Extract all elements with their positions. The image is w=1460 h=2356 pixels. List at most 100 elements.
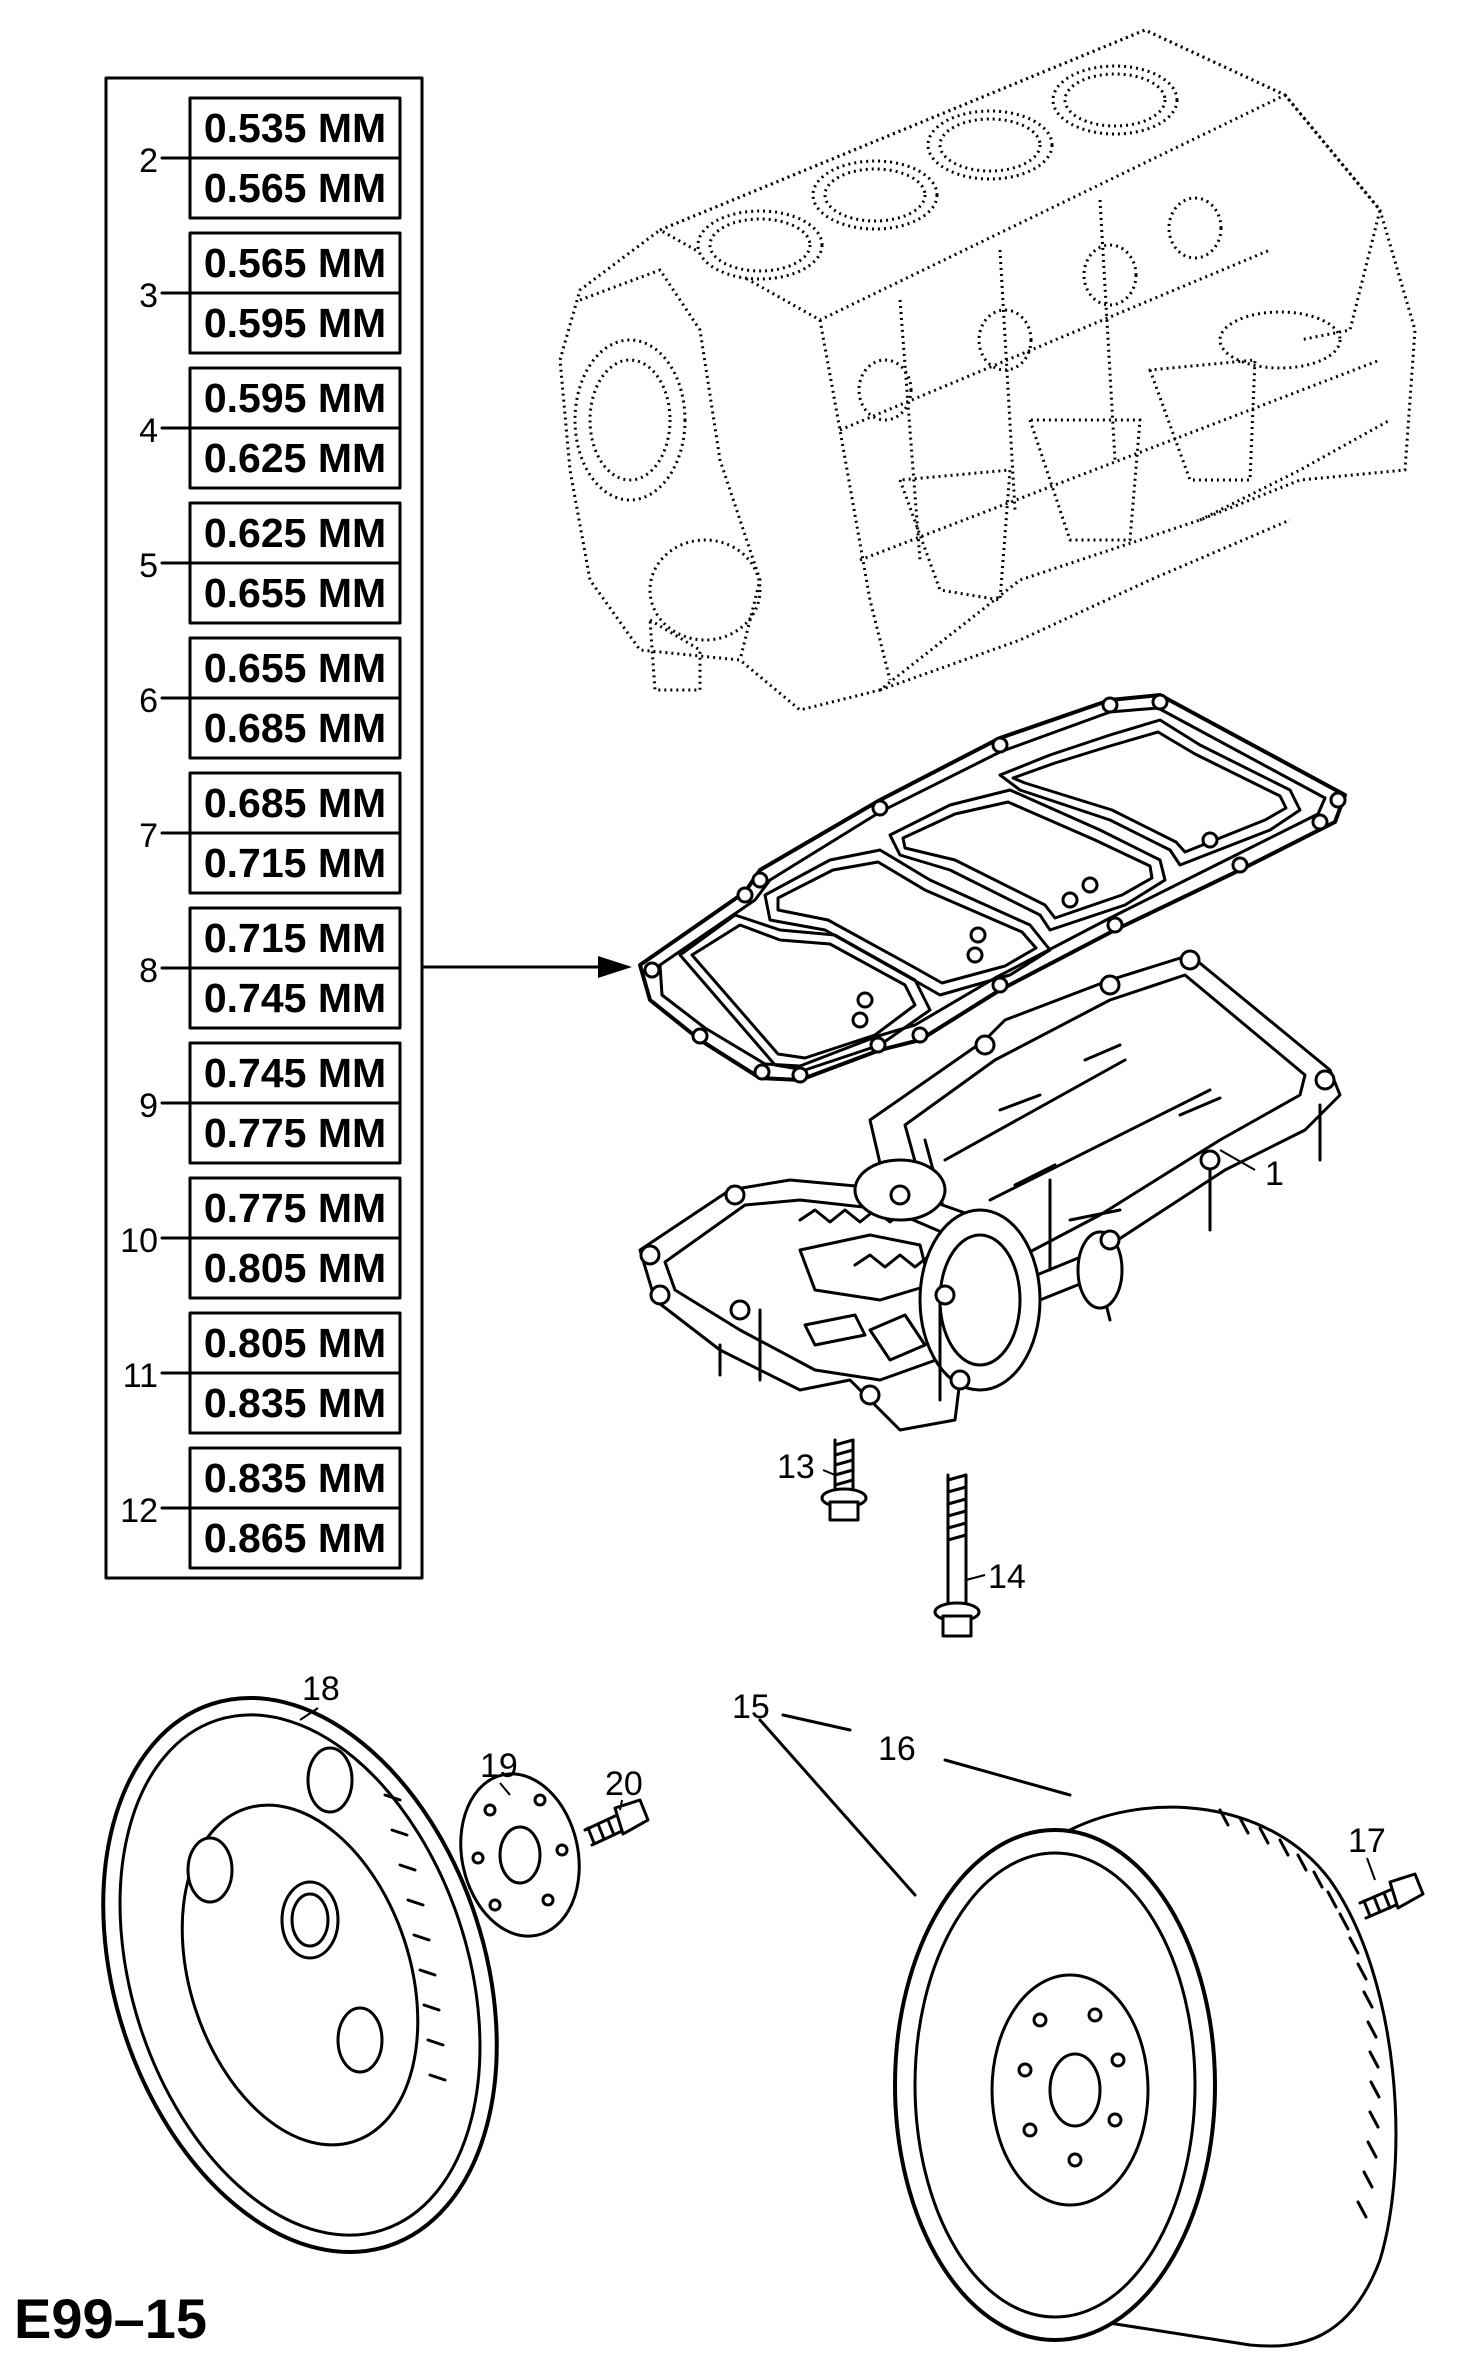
shim-callout: 5 — [139, 547, 158, 585]
shim-row: 2 0.535 MM 0.565 MM — [139, 96, 402, 220]
mounting-boss — [949, 1369, 971, 1391]
callout-17: 17 — [1348, 1822, 1386, 1860]
gasket-bolt-hole — [691, 1027, 709, 1045]
shim-callout: 6 — [139, 682, 158, 720]
shim-table-frame — [104, 76, 424, 1580]
shim-row: 9 0.745 MM 0.775 MM — [139, 1041, 402, 1165]
gasket-bolt-hole — [856, 991, 874, 1009]
gasket-bolt-hole — [851, 1011, 869, 1029]
callout-labels: 1 13 14 15 16 17 18 19 20 — [302, 1155, 1386, 1860]
shim-max-thickness: 0.775 MM — [204, 1110, 386, 1156]
gasket-bolt-hole — [869, 1036, 887, 1054]
mounting-boss — [1314, 1069, 1336, 1091]
mounting-boss — [729, 1299, 751, 1321]
shim-callout: 9 — [139, 1087, 158, 1125]
shim-row: 4 0.595 MM 0.625 MM — [139, 366, 402, 490]
shim-row: 30.565 MM0.595 MM — [139, 231, 402, 355]
flywheel-bolt — [1358, 1872, 1425, 1920]
engine-block — [558, 28, 1417, 712]
gasket-bolt-hole — [736, 886, 754, 904]
gasket-bolt-hole — [1201, 831, 1219, 849]
shim-min-thickness: 0.805 MM — [204, 1320, 386, 1366]
shim-row: 8 0.715 MM 0.745 MM — [139, 906, 402, 1030]
shim-min-thickness: 0.745 MM — [204, 1050, 386, 1096]
shim-callout: 8 — [139, 952, 158, 990]
mounting-boss — [1179, 949, 1201, 971]
shim-min-thickness: 0.625 MM — [204, 510, 386, 556]
shim-min-thickness: 0.775 MM — [204, 1185, 386, 1231]
gasket-bolt-hole — [791, 1066, 809, 1084]
reinforcement-plate — [459, 1772, 581, 1938]
shim-row: 12 0.835 MM 0.865 MM — [120, 1446, 402, 1570]
shim-row: 7 0.685 MM 0.715 MM — [139, 771, 402, 895]
shim-min-thickness: 0.535 MM — [204, 105, 386, 151]
mounting-boss — [1099, 1229, 1121, 1251]
shim-min-thickness: 0.595 MM — [204, 375, 386, 421]
gasket-bolt-hole — [871, 799, 889, 817]
shim-max-thickness: 0.865 MM — [204, 1515, 386, 1561]
shim-min-thickness: 0.655 MM — [204, 645, 386, 691]
shim-row: 5 0.625 MM 0.655 MM — [139, 501, 402, 625]
oil-pan-gasket — [638, 693, 1347, 1084]
shim-row: 6 0.655 MM 0.685 MM — [139, 636, 402, 760]
shim-callout: 7 — [139, 817, 158, 855]
gasket-bolt-hole — [911, 1026, 929, 1044]
callout-15: 15 — [732, 1688, 770, 1726]
callout-14: 14 — [988, 1558, 1026, 1596]
shim-max-thickness: 0.685 MM — [204, 705, 386, 751]
flexplate-bolt — [583, 1798, 650, 1847]
shim-min-thickness: 0.715 MM — [204, 915, 386, 961]
shim-callout: 2 — [139, 142, 158, 180]
shim-callout: 11 — [123, 1357, 158, 1395]
bolt-short — [820, 1438, 868, 1522]
gasket-bolt-hole — [643, 961, 661, 979]
mounting-boss — [639, 1244, 661, 1266]
gasket-bolt-hole — [966, 946, 984, 964]
gasket-bolt-hole — [1151, 693, 1169, 711]
gasket-bolt-hole — [969, 926, 987, 944]
shim-max-thickness: 0.805 MM — [204, 1245, 386, 1291]
balance-shaft-unit — [638, 949, 1342, 1432]
shim-callout: 4 — [139, 412, 158, 450]
shim-row: 11 0.805 MM 0.835 MM — [123, 1311, 402, 1435]
flywheel — [893, 1805, 1398, 2348]
shim-callout: 3 — [139, 277, 158, 315]
shim-min-thickness: 0.835 MM — [204, 1455, 386, 1501]
shim-max-thickness: 0.565 MM — [204, 165, 386, 211]
gasket-bolt-hole — [1329, 791, 1347, 809]
shim-row: 10 0.775 MM 0.805 MM — [120, 1176, 402, 1300]
shim-max-thickness: 0.835 MM — [204, 1380, 386, 1426]
mounting-boss — [859, 1384, 881, 1406]
gasket-bolt-hole — [1061, 891, 1079, 909]
gasket-bolt-hole — [991, 736, 1009, 754]
mounting-boss — [724, 1184, 746, 1206]
gasket-bolt-hole — [1081, 876, 1099, 894]
mounting-boss — [1099, 974, 1121, 996]
callout-18: 18 — [302, 1670, 340, 1708]
shim-min-thickness: 0.685 MM — [204, 780, 386, 826]
shim-max-thickness: 0.595 MM — [204, 300, 386, 346]
callout-16: 16 — [878, 1730, 916, 1768]
mounting-boss — [974, 1034, 996, 1056]
diagram-code: E99–15 — [14, 2287, 207, 2350]
callout-leaders — [299, 1149, 1376, 1897]
shim-max-thickness: 0.745 MM — [204, 975, 386, 1021]
shim-max-thickness: 0.715 MM — [204, 840, 386, 886]
flexplate — [101, 1695, 499, 2255]
gasket-bolt-hole — [751, 871, 769, 889]
arrowhead-icon — [598, 956, 632, 978]
mounting-boss — [889, 1184, 911, 1206]
gasket-bolt-hole — [1101, 696, 1119, 714]
mounting-boss — [1199, 1149, 1221, 1171]
gasket-bolt-hole — [1311, 813, 1329, 831]
bolt-long — [933, 1473, 981, 1638]
callout-19: 19 — [480, 1747, 518, 1785]
shim-max-thickness: 0.625 MM — [204, 435, 386, 481]
shim-max-thickness: 0.655 MM — [204, 570, 386, 616]
gasket-bolt-hole — [991, 976, 1009, 994]
shim-table: 2 0.535 MM 0.565 MM 30.565 MM0.595 MM 4 0.595… — [104, 76, 632, 1580]
gasket-bolt-hole — [1231, 856, 1249, 874]
shim-callout: 10 — [120, 1222, 158, 1260]
shim-callout: 12 — [120, 1492, 158, 1530]
